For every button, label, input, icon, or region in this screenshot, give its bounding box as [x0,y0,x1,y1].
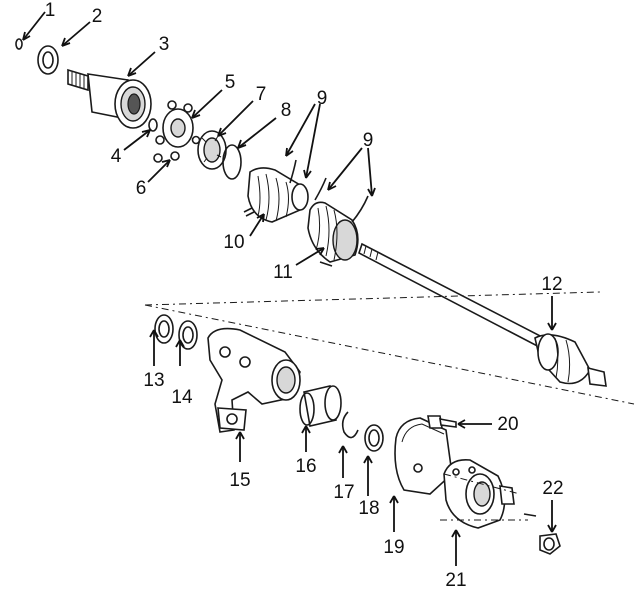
callout-16: 16 [295,456,316,477]
callout-9-inner: 9 [317,88,328,109]
part-inner-seal [178,320,198,350]
part-hub-nut [539,533,561,555]
boot-clamp-wire [289,159,297,184]
callout-4: 4 [111,146,122,167]
leader-lines [22,11,557,566]
part-tripod [153,100,201,163]
callout-18: 18 [358,498,379,519]
part-outer-seal [154,314,174,344]
callout-1: 1 [45,0,56,21]
boot-clamp-wire [351,195,369,223]
boot-clamp-wire [314,177,327,201]
callout-13: 13 [143,370,164,391]
part-wheel-bearing [299,385,342,427]
callout-15: 15 [229,470,250,491]
alignment-axis-line [144,304,635,405]
callout-14: 14 [171,387,193,408]
callout-8: 8 [281,100,292,121]
callout-6: 6 [136,178,147,199]
callout-12: 12 [541,274,562,295]
part-bearing-cage [197,130,227,170]
callout-20: 20 [497,414,518,435]
alignment-axis-line [144,291,601,306]
callout-9-outer: 9 [363,130,374,151]
part-bearing-circlip [341,411,359,439]
part-steering-knuckle [207,327,301,433]
callout-5: 5 [225,72,236,93]
part-outer-boot [307,201,359,267]
part-wheel-hub [440,458,537,529]
callout-17: 17 [333,482,354,503]
callout-19: 19 [383,537,404,558]
part-dust-shield [394,417,453,495]
part-seal [37,45,59,75]
callout-10: 10 [223,232,244,253]
part-inner-boot [243,167,309,223]
part-wheel-bolt [427,415,457,429]
callout-3: 3 [159,34,170,55]
part-snap-ring [148,118,158,132]
part-circlip [15,38,23,50]
part-joint-housing [67,68,152,129]
callout-22: 22 [542,478,563,499]
callout-7: 7 [256,84,267,105]
callout-11: 11 [273,262,293,283]
callout-2: 2 [92,6,103,27]
part-retaining-ring [222,144,242,180]
callout-21: 21 [445,570,466,591]
part-spacer [364,424,384,452]
part-drive-shaft [358,242,607,387]
